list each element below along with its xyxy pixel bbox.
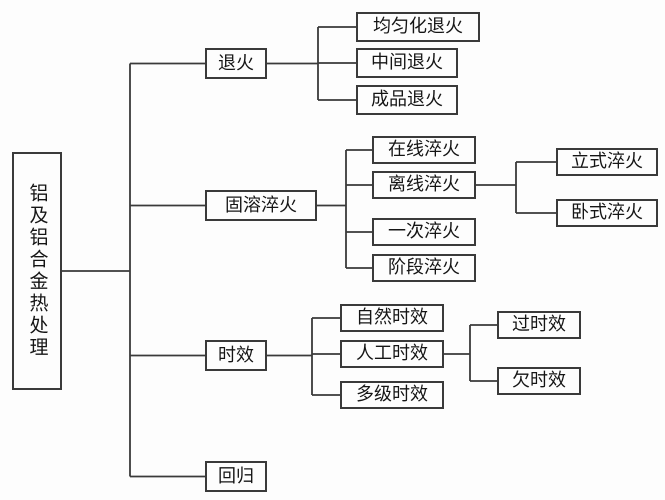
node-homogenization-annealing: 均匀化退火: [356, 12, 480, 42]
node-horizontal-quenching: 卧式淬火: [556, 199, 658, 227]
node-finished-annealing: 成品退火: [356, 85, 458, 115]
node-vertical-quenching: 立式淬火: [556, 148, 658, 176]
node-online-quenching: 在线淬火: [372, 136, 476, 164]
node-multistage-aging: 多级时效: [340, 381, 444, 409]
node-solution-quenching: 固溶淬火: [205, 190, 317, 221]
node-stage-quenching: 阶段淬火: [372, 254, 476, 282]
node-under-aging: 欠时效: [497, 367, 581, 395]
node-over-aging: 过时效: [497, 311, 581, 339]
connector-path: [62, 26, 556, 478]
node-single-quenching: 一次淬火: [372, 218, 476, 246]
node-intermediate-annealing: 中间退火: [356, 48, 458, 78]
node-aging: 时效: [205, 340, 267, 371]
node-annealing: 退火: [205, 48, 267, 79]
node-root: 铝及铝合金热处理: [12, 152, 62, 390]
node-artificial-aging: 人工时效: [340, 340, 444, 368]
node-natural-aging: 自然时效: [340, 304, 444, 332]
node-offline-quenching: 离线淬火: [372, 171, 476, 199]
node-regression: 回归: [205, 461, 267, 492]
